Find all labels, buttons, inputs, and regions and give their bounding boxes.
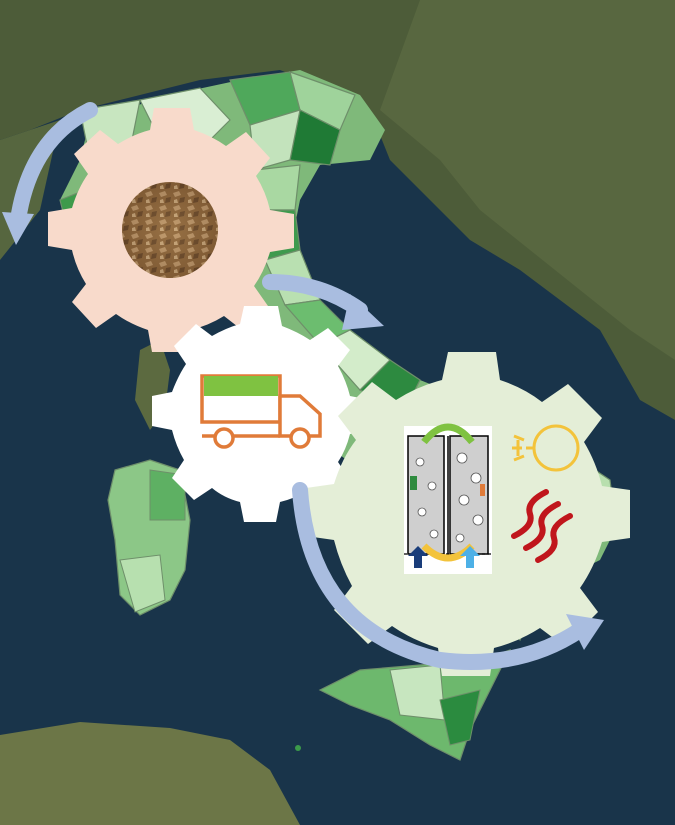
- land-africa: [0, 722, 300, 825]
- sardinia-region: [149, 469, 186, 521]
- gasifier-reactor-icon: [404, 423, 492, 574]
- sardinia-region: [119, 554, 166, 613]
- light-bulb-icon: [512, 424, 580, 472]
- gear-biomass-supply: [48, 108, 294, 352]
- gear-conversion: [306, 352, 630, 676]
- sicily-region: [439, 689, 481, 746]
- arrow-heads: [2, 212, 604, 650]
- island-malta: [295, 745, 301, 751]
- truck-icon: [200, 374, 322, 449]
- gear-transport: [152, 306, 370, 522]
- land-balkans: [380, 0, 675, 360]
- cycle-arrow-left: [10, 102, 98, 228]
- arrow-gear3-curve: [292, 482, 588, 670]
- heat-waves-icon: [511, 489, 573, 563]
